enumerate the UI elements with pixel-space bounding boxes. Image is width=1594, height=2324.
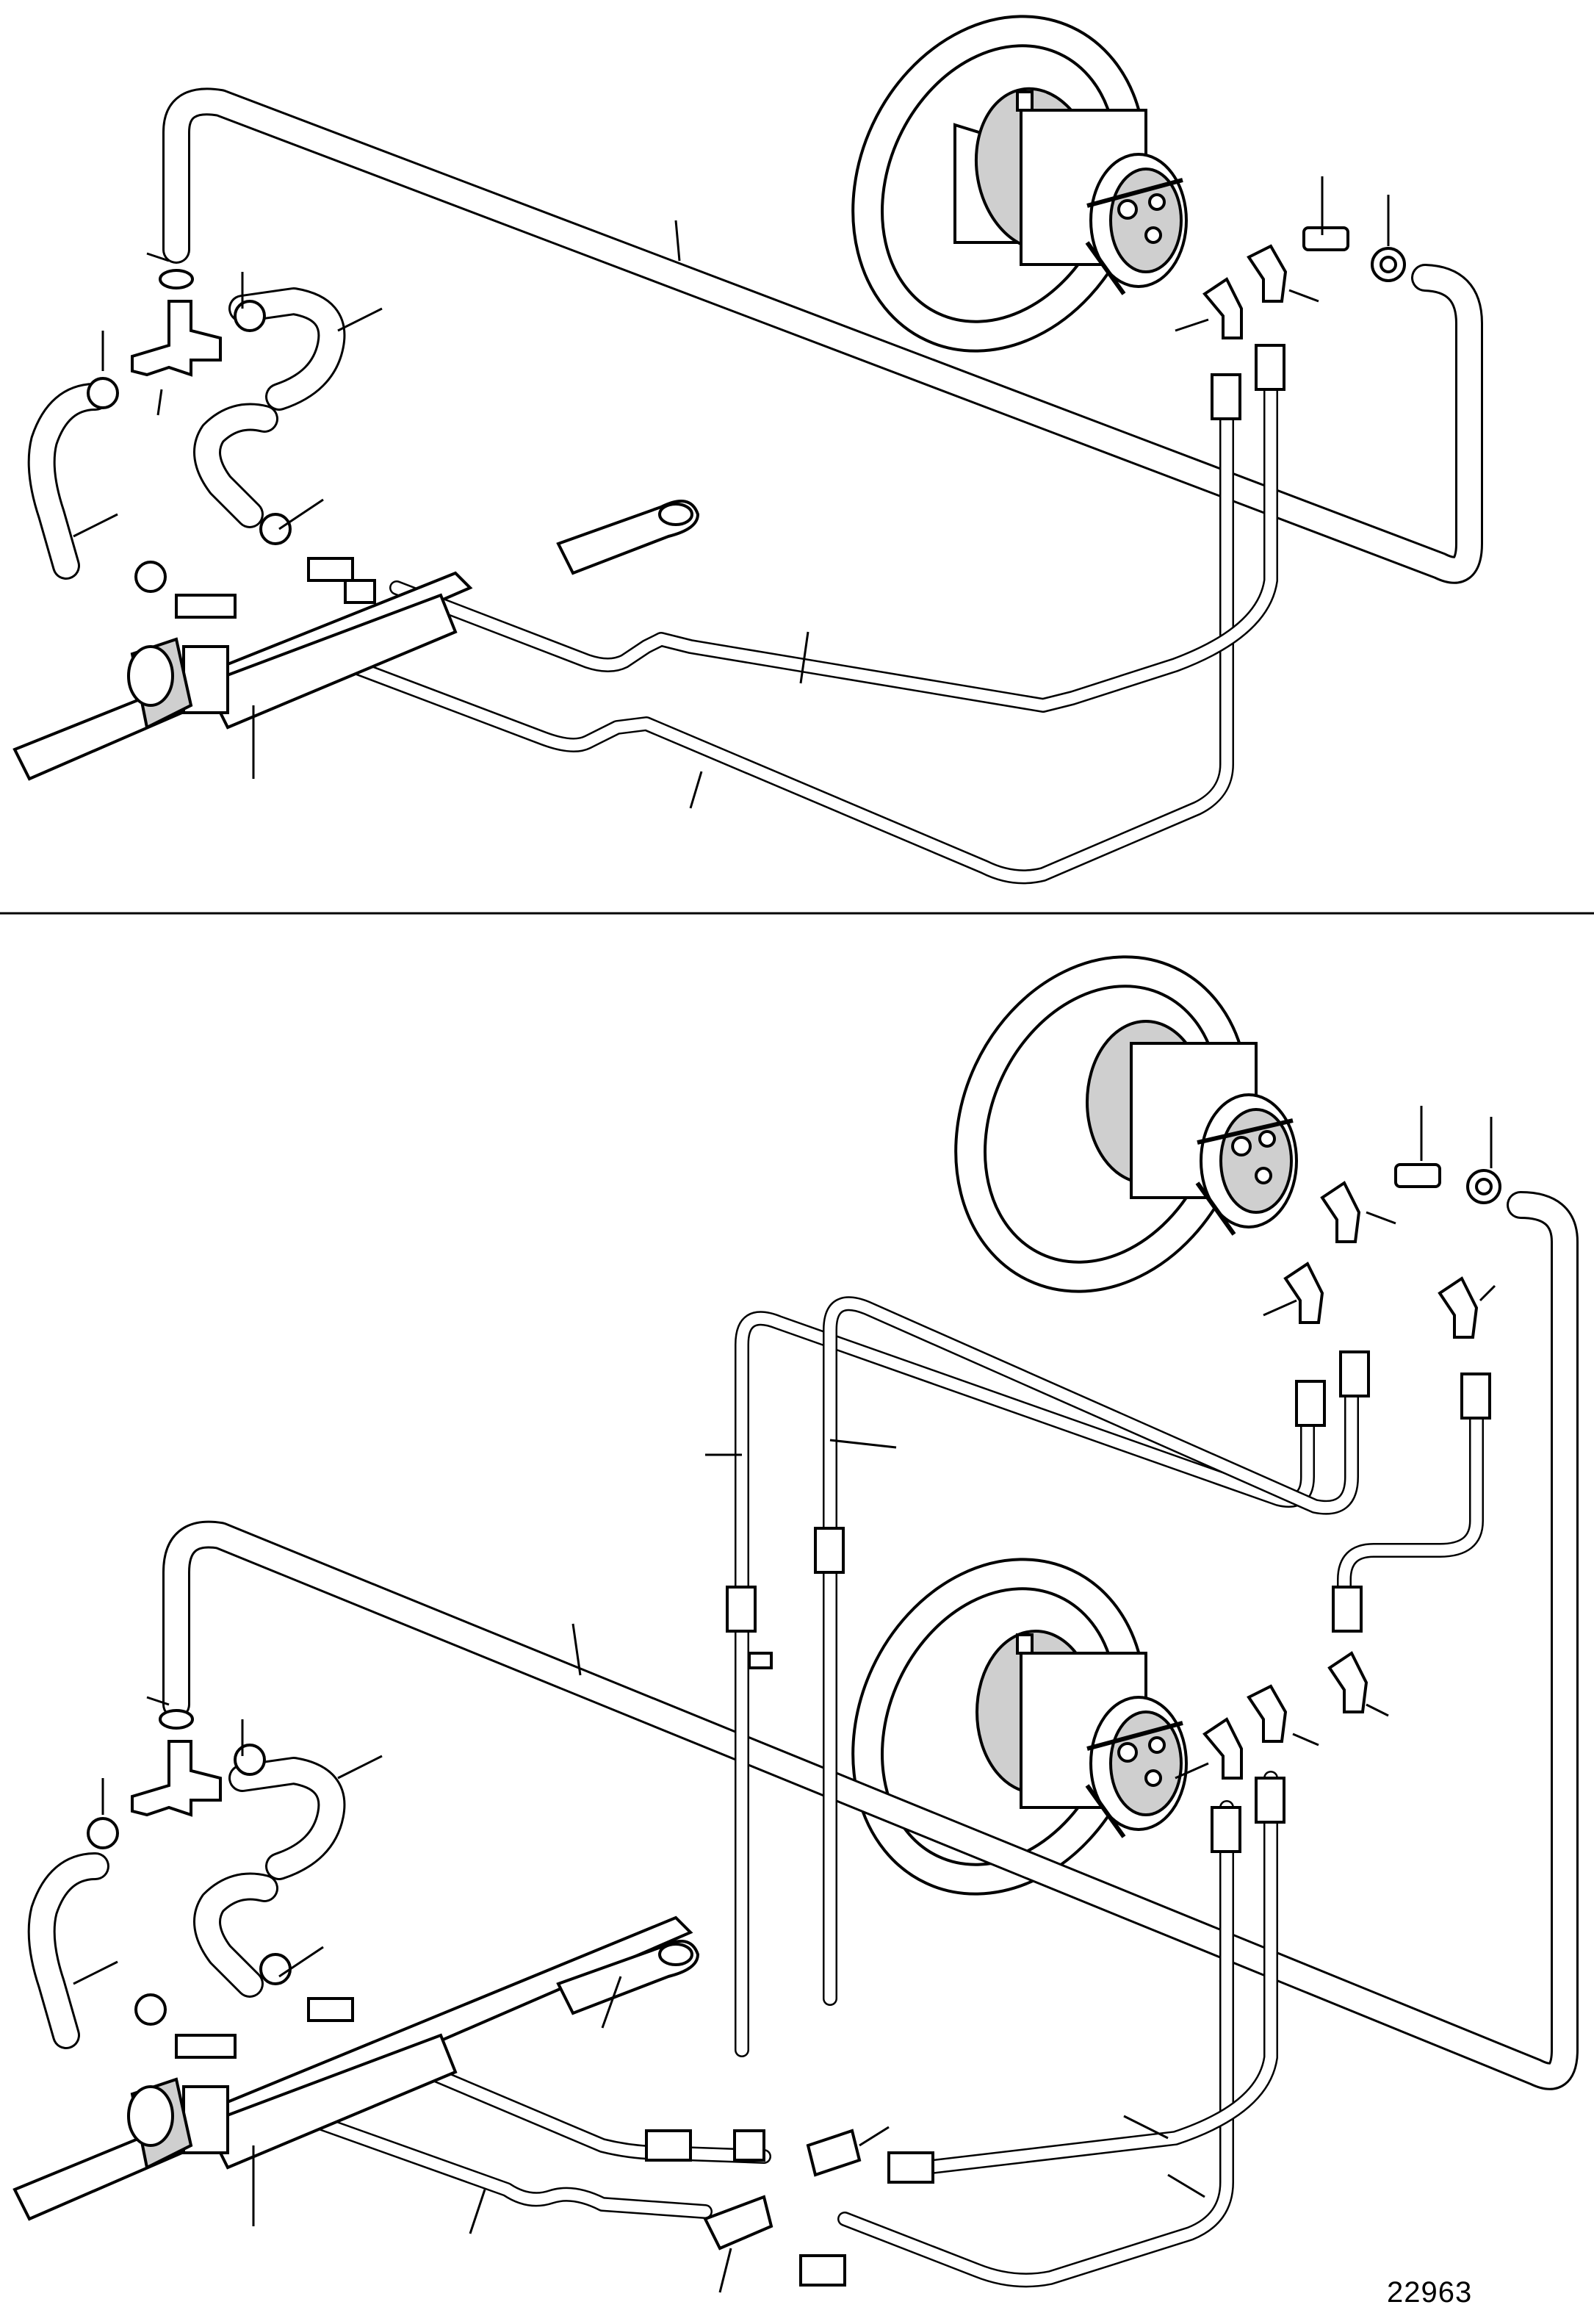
pressure-line-upper-c <box>1337 1374 1484 1609</box>
helm-pump-icon <box>851 15 1188 353</box>
leader-lines <box>73 176 1390 809</box>
leader-lines <box>73 1106 1496 2293</box>
pressure-line-lower-b <box>918 1771 1278 2175</box>
steering-cylinder-icon <box>12 1915 700 2221</box>
pressure-line-cylinder-b <box>294 2109 713 2219</box>
pressure-line-b <box>389 375 1278 713</box>
figure-number: 22963 <box>1387 2276 1473 2309</box>
pressure-line-a <box>294 404 1234 885</box>
elbow-fitting-icon <box>1202 244 1288 420</box>
return-hose <box>162 1191 1579 2090</box>
helm-pump-icon <box>851 1558 1188 1896</box>
panel-dual-station <box>12 955 1579 2293</box>
return-hose <box>162 87 1483 584</box>
pressure-line-lower-a <box>837 1800 1234 2288</box>
tube-connector-icon <box>1302 226 1406 282</box>
hose-clamp-icon <box>27 269 346 593</box>
panel-single-station <box>12 15 1483 885</box>
hose-clamp-icon <box>27 1709 346 2049</box>
elbow-fitting-icon <box>726 1181 1491 1853</box>
pressure-line-cylinder-a <box>404 2057 771 2164</box>
pressure-line-upper-a <box>735 1311 1315 2057</box>
steering-cylinder-icon <box>12 500 700 781</box>
tube-connector-icon <box>1394 1163 1501 1204</box>
helm-pump-icon <box>954 955 1298 1293</box>
tee-fitting-icon <box>645 1652 934 2287</box>
pressure-line-upper-b <box>823 1296 1359 2006</box>
